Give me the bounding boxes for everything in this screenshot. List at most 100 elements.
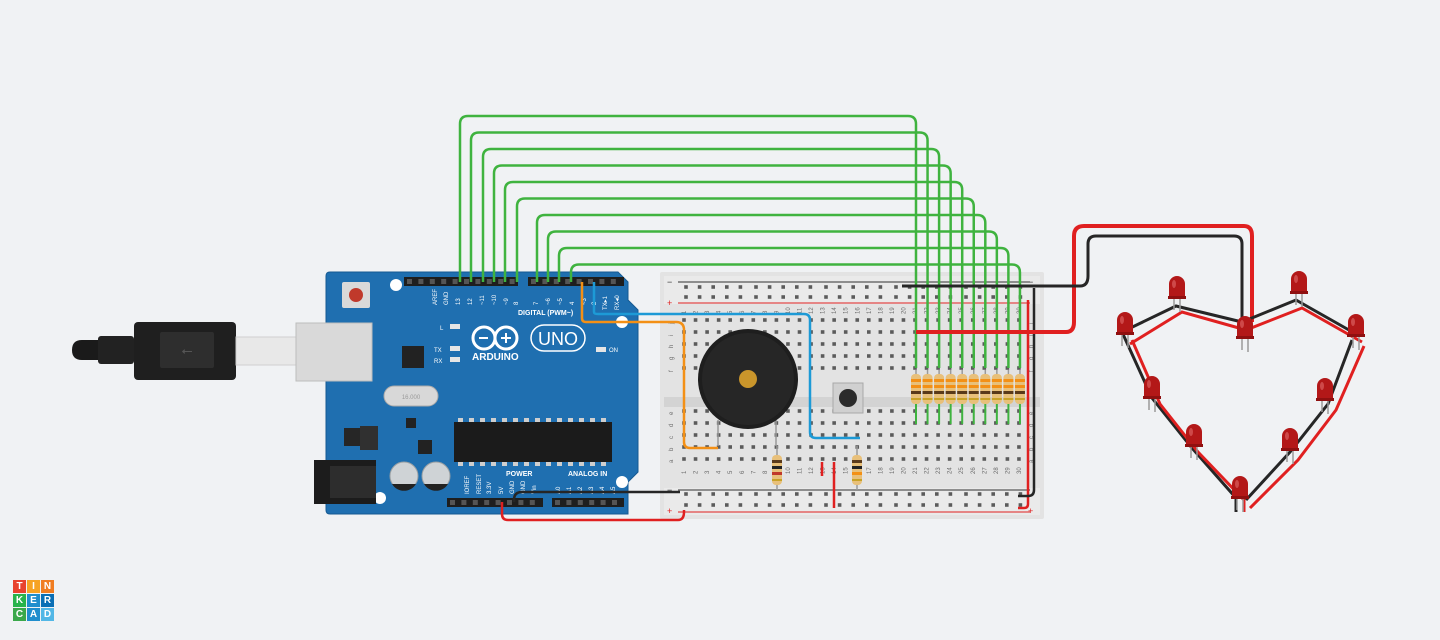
breadboard-hole[interactable] [797,421,802,425]
header-hole[interactable] [475,279,481,284]
header-hole[interactable] [600,500,606,505]
rail-hole[interactable] [894,503,898,507]
breadboard-hole[interactable] [820,354,825,358]
breadboard-hole[interactable] [936,433,940,437]
led-resistor[interactable] [945,370,956,404]
breadboard-hole[interactable] [890,457,894,461]
breadboard-hole[interactable] [843,318,848,322]
rail-hole[interactable] [935,295,939,299]
rail-hole[interactable] [921,503,925,507]
breadboard-hole[interactable] [716,330,721,334]
rail-hole[interactable] [878,492,883,496]
breadboard-hole[interactable] [924,433,929,437]
breadboard-hole[interactable] [809,457,813,461]
breadboard-hole[interactable] [739,433,744,437]
rail-hole[interactable] [1005,492,1009,496]
breadboard-hole[interactable] [1005,409,1010,413]
red-led[interactable] [1347,314,1365,350]
breadboard-hole[interactable] [936,445,940,449]
breadboard-hole[interactable] [774,318,779,322]
breadboard-hole[interactable] [843,330,848,334]
breadboard-hole[interactable] [820,421,825,425]
breadboard-hole[interactable] [867,445,871,449]
breadboard-hole[interactable] [832,354,836,358]
header-hole[interactable] [599,279,605,284]
breadboard-hole[interactable] [751,433,756,437]
header-hole[interactable] [555,500,560,505]
rail-hole[interactable] [851,503,855,507]
led-resistor-bank[interactable] [911,370,1025,404]
header-hole[interactable] [518,500,524,505]
rail-hole[interactable] [711,503,715,507]
rail-hole[interactable] [907,503,912,507]
rail-hole[interactable] [824,295,828,299]
green-wire[interactable] [492,164,952,369]
breadboard-hole[interactable] [693,457,698,461]
breadboard-hole[interactable] [982,457,987,461]
arduino-uno-board[interactable]: 16.000 L TX RX ON ARDUINO [295,271,639,515]
rail-hole[interactable] [977,295,982,299]
header-hole[interactable] [509,279,515,284]
rail-hole[interactable] [697,503,702,507]
rail-hole[interactable] [894,295,898,299]
breadboard-hole[interactable] [820,433,825,437]
rail-hole[interactable] [977,503,982,507]
rail-hole[interactable] [865,492,869,496]
breadboard-hole[interactable] [855,433,860,437]
breadboard-hole[interactable] [901,433,906,437]
breadboard-hole[interactable] [682,445,686,449]
rail-hole[interactable] [725,492,729,496]
led-resistor[interactable] [1014,370,1025,404]
breadboard-hole[interactable] [855,318,860,322]
breadboard-hole[interactable] [890,330,894,334]
breadboard-hole[interactable] [867,318,871,322]
rail-hole[interactable] [781,285,785,289]
red-wire-5v[interactable] [500,502,686,522]
green-wire[interactable] [557,246,1010,368]
breadboard-hole[interactable] [913,457,917,461]
rail-hole[interactable] [711,492,715,496]
breadboard-hole[interactable] [994,457,998,461]
breadboard-hole[interactable] [797,318,802,322]
rail-hole[interactable] [725,503,729,507]
breadboard-hole[interactable] [693,433,698,437]
red-led[interactable] [1231,476,1249,512]
breadboard-hole[interactable] [763,445,767,449]
rail-hole[interactable] [795,503,799,507]
pushbutton[interactable] [832,382,864,414]
breadboard-hole[interactable] [820,318,825,322]
breadboard-hole[interactable] [924,457,929,461]
rail-hole[interactable] [808,285,813,289]
breadboard-hole[interactable] [901,318,906,322]
rail-hole[interactable] [907,295,912,299]
breadboard-hole[interactable] [890,354,894,358]
breadboard-hole[interactable] [716,457,721,461]
breadboard-hole[interactable] [705,342,709,346]
breadboard-hole[interactable] [970,445,975,449]
rail-hole[interactable] [697,295,702,299]
breadboard-hole[interactable] [855,421,860,425]
breadboard-hole[interactable] [913,433,917,437]
rail-hole[interactable] [991,492,995,496]
rail-hole[interactable] [738,492,743,496]
breadboard-hole[interactable] [878,445,883,449]
rail-hole[interactable] [711,285,715,289]
rail-hole[interactable] [684,285,688,289]
red-led[interactable] [1143,376,1161,412]
breadboard-hole[interactable] [843,366,848,370]
breadboard-hole[interactable] [820,366,825,370]
breadboard-hole[interactable] [809,445,813,449]
breadboard-hole[interactable] [751,457,756,461]
power-header[interactable] [447,498,543,507]
orange-wire-buzzer[interactable] [580,282,718,450]
header-hole[interactable] [553,279,559,284]
rail-hole[interactable] [795,295,799,299]
rail-hole[interactable] [711,295,715,299]
red-wire-right-rail[interactable] [1018,300,1030,510]
led-resistor[interactable] [991,370,1002,404]
breadboard-hole[interactable] [832,457,836,461]
rail-hole[interactable] [697,492,702,496]
red-led[interactable] [1168,276,1186,312]
rail-hole[interactable] [781,295,785,299]
